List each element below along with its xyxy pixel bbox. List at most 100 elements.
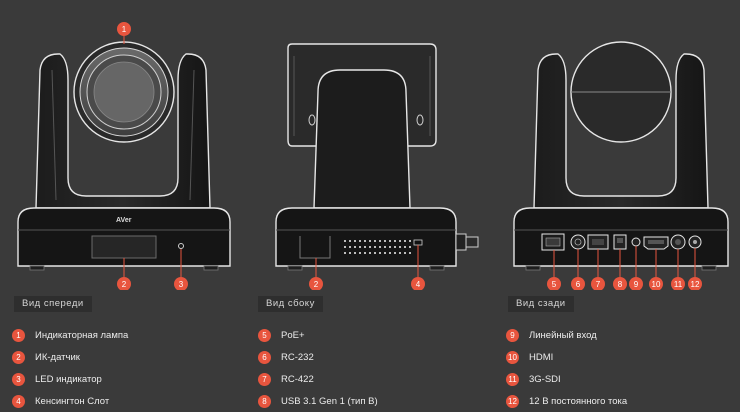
vent-hole: [359, 246, 361, 248]
port-rc422: [587, 234, 609, 250]
legend-item: 3 LED индикатор: [12, 368, 128, 390]
vent-hole: [389, 246, 391, 248]
vent-hole: [354, 246, 356, 248]
legend-label: 3G-SDI: [529, 373, 561, 385]
callout-3-front: 3: [174, 277, 188, 290]
vent-hole: [354, 240, 356, 242]
vent-hole: [354, 252, 356, 254]
vent-hole: [374, 246, 376, 248]
vent-hole: [384, 252, 386, 254]
vent-hole: [399, 240, 401, 242]
vent-hole: [364, 240, 366, 242]
port-usb: [613, 234, 627, 250]
vent-hole: [404, 246, 406, 248]
callout-badge-5: [547, 277, 561, 290]
legend-label: USB 3.1 Gen 1 (тип B): [281, 395, 378, 407]
callout-badge-6: [571, 277, 585, 290]
legend-label: LED индикатор: [35, 373, 102, 385]
side-callouts: [315, 245, 419, 277]
legend-number: 2: [12, 350, 25, 364]
legend-column-side: 5 PoE+ 6 RC-232 7 RC-422 8 USB 3.1 Gen 1…: [258, 324, 378, 412]
legend-number: 11: [506, 372, 519, 386]
vent-hole: [349, 246, 351, 248]
callout-number-11: 11: [674, 280, 683, 289]
callout-number-9: 9: [634, 280, 639, 289]
callout-4-side: 4: [411, 277, 425, 290]
vent-hole: [344, 252, 346, 254]
svg-text:4: 4: [416, 280, 421, 289]
legend-label: 12 В постоянного тока: [529, 395, 628, 407]
legend-label: Кенсингтон Слот: [35, 395, 110, 407]
legend-label: ИК-датчик: [35, 351, 80, 363]
legend-number: 4: [12, 394, 25, 408]
port-poe: [541, 233, 565, 251]
vent-hole: [369, 246, 371, 248]
svg-text:3: 3: [179, 280, 184, 289]
vent-hole: [369, 252, 371, 254]
legend-item: 5 PoE+: [258, 324, 378, 346]
legend-number: 9: [506, 328, 519, 342]
camera-diagram: AVer 1 2 3: [17, 22, 729, 290]
vent-hole: [349, 252, 351, 254]
legend-item: 7 RC-422: [258, 368, 378, 390]
callout-number-8: 8: [618, 280, 623, 289]
vent-hole: [379, 252, 381, 254]
legend-label: RC-422: [281, 373, 314, 385]
port-hdmi: [643, 236, 669, 250]
brand-logo: AVer: [116, 217, 132, 224]
vent-hole: [384, 246, 386, 248]
port-dc-12v: [688, 235, 702, 249]
legend-label: HDMI: [529, 351, 554, 363]
legend-item: 9 Линейный вход: [506, 324, 627, 346]
vent-hole: [389, 252, 391, 254]
view-label-side: Вид сбоку: [258, 296, 323, 312]
vent-hole: [379, 246, 381, 248]
callout-badge-10: [649, 277, 663, 290]
callout-2-side: 2: [309, 277, 323, 290]
vent-hole: [399, 252, 401, 254]
front-view-camera: AVer: [17, 41, 231, 271]
callout-badge-9: [629, 277, 643, 290]
callout-number-12: 12: [691, 280, 700, 289]
svg-text:1: 1: [122, 25, 127, 34]
legend-item: 2 ИК-датчик: [12, 346, 128, 368]
callout-badge-12: [688, 277, 702, 290]
back-view-camera: [513, 41, 729, 271]
port-line-in: [631, 237, 641, 247]
vent-hole: [394, 246, 396, 248]
legend-item: 1 Индикаторная лампа: [12, 324, 128, 346]
legend-label: Индикаторная лампа: [35, 329, 129, 341]
vent-hole: [364, 252, 366, 254]
vent-hole: [349, 240, 351, 242]
svg-text:2: 2: [314, 280, 319, 289]
front-callouts: [123, 36, 182, 277]
legend-item: 11 3G-SDI: [506, 368, 627, 390]
callout-number-7: 7: [596, 280, 601, 289]
vent-hole: [409, 252, 411, 254]
vent-hole: [344, 246, 346, 248]
legend-number: 12: [506, 394, 519, 408]
vent-hole: [409, 246, 411, 248]
legend-label: RC-232: [281, 351, 314, 363]
legend-item: 10 HDMI: [506, 346, 627, 368]
port-rc232: [570, 234, 586, 250]
side-vent-grid: [344, 240, 411, 254]
callout-1-front: 1: [117, 22, 131, 36]
vent-hole: [369, 240, 371, 242]
vent-hole: [404, 240, 406, 242]
port-3g-sdi: [670, 234, 686, 250]
vent-hole: [364, 246, 366, 248]
vent-hole: [389, 240, 391, 242]
legend-number: 10: [506, 350, 519, 364]
callout-number-10: 10: [652, 280, 661, 289]
vent-hole: [359, 240, 361, 242]
view-label-back: Вид сзади: [508, 296, 574, 312]
legend-number: 6: [258, 350, 271, 364]
vent-hole: [384, 240, 386, 242]
legend-number: 1: [12, 328, 25, 342]
vent-hole: [344, 240, 346, 242]
view-label-front: Вид спереди: [14, 296, 92, 312]
vent-hole: [394, 240, 396, 242]
legend-label: PoE+: [281, 329, 305, 341]
